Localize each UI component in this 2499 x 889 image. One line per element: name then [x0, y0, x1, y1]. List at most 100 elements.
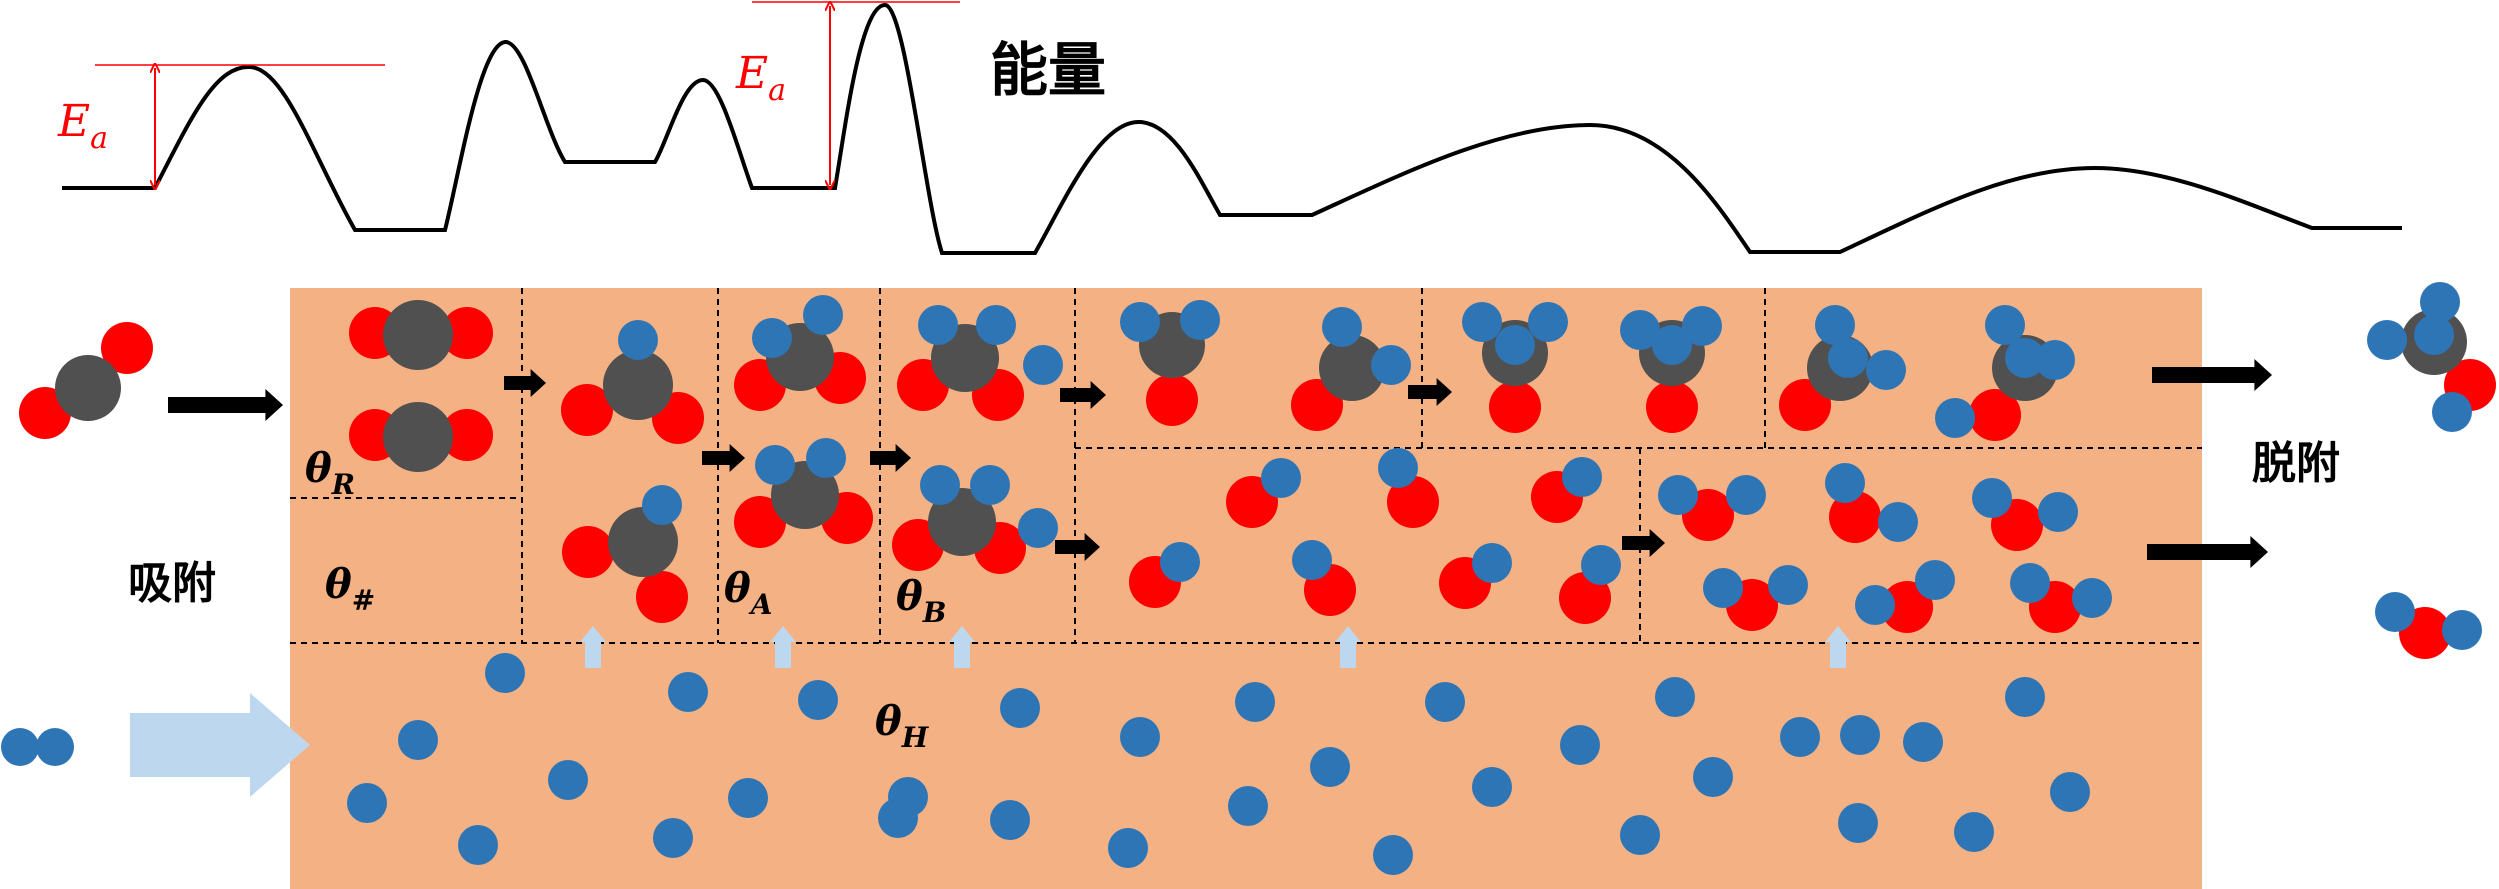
oxygen-atom — [636, 571, 688, 623]
h2o-desorbed — [2375, 592, 2482, 659]
oh-adsorbed — [1531, 457, 1602, 523]
co-gas-molecule — [19, 322, 153, 439]
oxygen-atom — [561, 384, 613, 436]
hcooh-adsorbed — [892, 465, 1058, 574]
ea-label-1: Ea — [57, 96, 108, 156]
hydrogen-atom — [752, 318, 792, 358]
oh-adsorbed — [1226, 458, 1301, 528]
hcoo-adsorbed — [734, 438, 873, 548]
hydrogen-atom — [1972, 478, 2012, 518]
dissolved-hydrogen-atom — [990, 800, 1030, 840]
hydrogen-atom — [2072, 578, 2112, 618]
hydrogen-atom — [1652, 325, 1692, 365]
carbon-atom — [928, 488, 996, 556]
hydrogen-atom — [1322, 307, 1362, 347]
hydrogen-atom — [1371, 345, 1411, 385]
reaction-arrow — [504, 369, 546, 397]
energy-curve — [62, 2, 2402, 255]
ch3o-adsorbed — [1291, 307, 1411, 431]
hydrogen-atom — [1462, 302, 1502, 342]
hydrogen-atom — [653, 818, 693, 858]
oxygen-atom — [1646, 381, 1698, 433]
hcooh-adsorbed — [897, 305, 1063, 421]
energy-profile: Ea Ea 能量 — [57, 2, 2402, 255]
region-dividers — [290, 288, 2202, 644]
dissolved-hydrogen-atom — [1310, 747, 1350, 787]
theta-h-label: θH — [875, 698, 930, 754]
dissolved-hydrogen-atom — [878, 798, 918, 838]
hydrogen-atom — [1866, 350, 1906, 390]
hydrogen-atom — [1655, 677, 1695, 717]
hydrogen-atom — [347, 783, 387, 823]
dissolved-hydrogen-atom — [1840, 715, 1880, 755]
reaction-arrow — [1408, 378, 1452, 406]
hydrogen-atom — [1495, 325, 1535, 365]
oxygen-atom — [441, 307, 493, 359]
dissolved-hydrogen-atom — [1472, 767, 1512, 807]
dissolved-hydrogen-atom — [728, 778, 768, 818]
hydrogen-atom — [1620, 310, 1660, 350]
hydrogen-atom — [1840, 715, 1880, 755]
dissolved-hydrogen-atom — [1228, 786, 1268, 826]
cooh-adsorbed — [562, 485, 688, 623]
h2o-adsorbed — [2010, 563, 2112, 633]
dissolved-hydrogen-atom — [1235, 682, 1275, 722]
hydrogen-atom — [1693, 757, 1733, 797]
dissolved-hydrogen-atom — [653, 818, 693, 858]
hcoo-adsorbed — [734, 295, 866, 411]
hydrogen-atom — [990, 800, 1030, 840]
hydrogen-atom — [1528, 302, 1568, 342]
h2-gas-molecule — [1, 728, 74, 766]
hydrogen-atom — [2010, 563, 2050, 603]
reaction-arrow — [1622, 529, 1665, 557]
hydrogen-atom — [642, 485, 682, 525]
dissolved-hydrogen-atom — [1620, 815, 1660, 855]
ch3oh-desorbed — [2367, 282, 2496, 432]
ch2o-adsorbed — [1120, 300, 1220, 426]
dissolved-hydrogen-atom — [1903, 722, 1943, 762]
hydrogen-atom — [803, 295, 843, 335]
dissolved-hydrogen-atom — [1560, 725, 1600, 765]
hydrogen-atom — [2367, 320, 2407, 360]
ea-label-2: Ea — [735, 48, 786, 108]
oxygen-atom — [734, 496, 786, 548]
hydrogen-atom — [728, 778, 768, 818]
ch3oh-adsorbed — [1779, 305, 1906, 431]
hydrogen-atom — [755, 445, 795, 485]
hydrogen-atom — [2035, 340, 2075, 380]
hydrogen-atom — [1310, 747, 1350, 787]
hydrogen-atom — [1780, 717, 1820, 757]
hydrogen-atom — [806, 438, 846, 478]
reaction-arrow — [702, 444, 745, 472]
hydrogen-atom — [2050, 772, 2090, 812]
hydrogen-atom — [1120, 302, 1160, 342]
oh-adsorbed — [1292, 540, 1356, 616]
hydrogen-atom — [1825, 463, 1865, 503]
hydrogen-atom — [1560, 725, 1600, 765]
oxygen-atom — [441, 409, 493, 461]
hydrogen-atom — [1292, 540, 1332, 580]
cooh-adsorbed — [561, 320, 704, 444]
carbon-atom — [55, 355, 121, 421]
hydrogen-atom — [1472, 767, 1512, 807]
co2-adsorbed — [349, 300, 493, 370]
dissolved-hydrogen-atom — [458, 825, 498, 865]
reaction-arrow — [870, 444, 911, 472]
hydrogen-atom — [1235, 682, 1275, 722]
dissolved-hydrogen-atom — [398, 720, 438, 760]
oxygen-atom — [1559, 572, 1611, 624]
hydrogen-atom — [618, 320, 658, 360]
dissolved-hydrogen-atom — [1425, 682, 1465, 722]
hydrogen-atom — [1261, 458, 1301, 498]
h2o-adsorbed — [1658, 475, 1766, 541]
hydrogen-supply-arrow — [130, 693, 310, 797]
hydrogen-atom — [2038, 492, 2078, 532]
carbon-atom — [603, 350, 673, 420]
hydrogen-atom — [1425, 682, 1465, 722]
hydrogen-diffusion-arrow — [1335, 626, 1361, 668]
oxygen-atom — [1489, 381, 1541, 433]
hydrogen-atom — [1903, 722, 1943, 762]
reaction-arrow — [2152, 359, 2272, 391]
molecule-layer — [19, 282, 2496, 875]
oh-adsorbed — [1129, 542, 1200, 608]
